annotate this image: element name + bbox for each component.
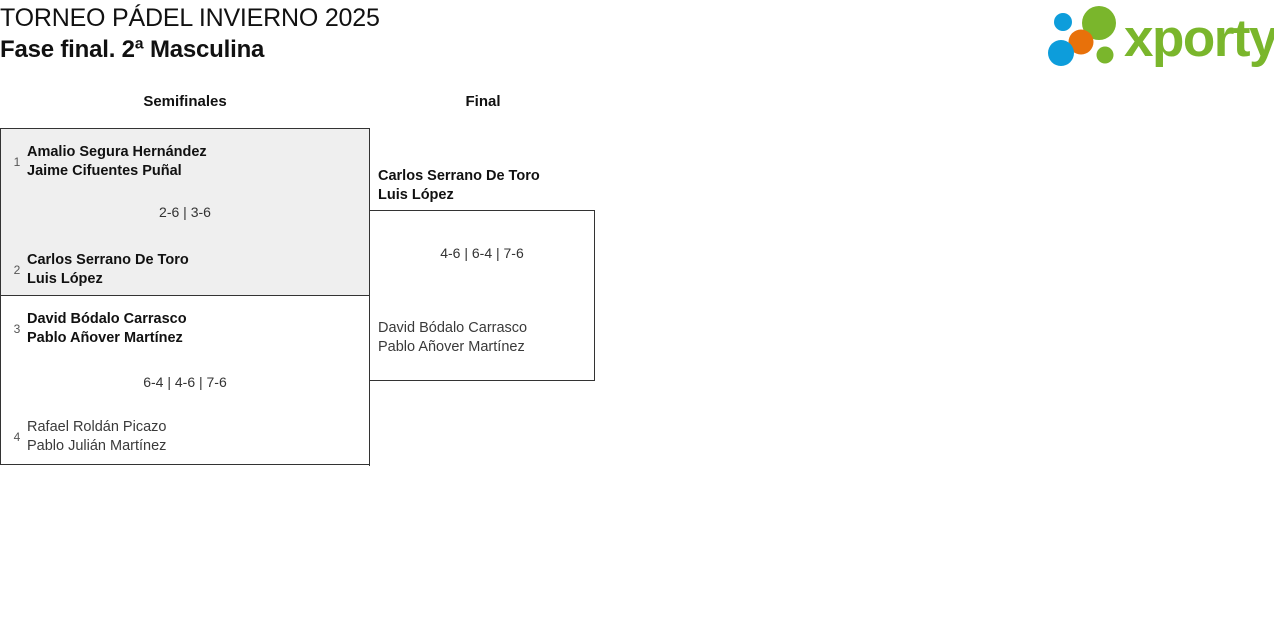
page-title: TORNEO PÁDEL INVIERNO 2025	[0, 4, 380, 32]
player-name: Jaime Cifuentes Puñal	[27, 163, 182, 179]
match-score: 2-6 | 3-6	[159, 204, 211, 220]
title-block: TORNEO PÁDEL INVIERNO 2025 Fase final. 2…	[0, 2, 380, 66]
player-name: Pablo Julián Martínez	[27, 438, 167, 454]
bracket-connector-bottom	[369, 380, 370, 466]
player-name: Pablo Añover Martínez	[378, 339, 525, 355]
seed-number: 4	[13, 430, 21, 444]
bracket-connector-top	[369, 128, 370, 211]
semifinal-match-2[interactable]: 3 David Bódalo Carrasco Pablo Añover Mar…	[0, 295, 370, 465]
player-name: David Bódalo Carrasco	[378, 320, 528, 336]
player-names: Rafael Roldán Picazo Pablo Julián Martín…	[27, 418, 166, 456]
player-names: David Bódalo Carrasco Pablo Añover Martí…	[27, 310, 187, 348]
player-name: Carlos Serrano De Toro	[378, 168, 540, 184]
semifinal-match-1[interactable]: 1 Amalio Segura Hernández Jaime Cifuente…	[0, 128, 370, 296]
player-name: David Bódalo Carrasco	[27, 311, 187, 327]
page-subtitle: Fase final. 2ª Masculina	[0, 36, 265, 63]
player-name: Amalio Segura Hernández	[27, 144, 207, 160]
team-row[interactable]: Carlos Serrano De Toro Luis López	[378, 167, 540, 205]
player-name: Carlos Serrano De Toro	[27, 252, 189, 268]
player-name: Pablo Añover Martínez	[27, 330, 183, 346]
seed-number: 1	[13, 155, 21, 169]
player-name: Rafael Roldán Picazo	[27, 419, 167, 435]
player-name: Luis López	[378, 187, 454, 203]
page-header: TORNEO PÁDEL INVIERNO 2025 Fase final. 2…	[0, 0, 1280, 80]
team-row[interactable]: 2 Carlos Serrano De Toro Luis López	[1, 251, 369, 289]
team-row[interactable]: David Bódalo Carrasco Pablo Añover Martí…	[378, 319, 527, 357]
tournament-bracket: Semifinales Final 1 Amalio Segura Hernán…	[0, 92, 1280, 492]
match-score: 6-4 | 4-6 | 7-6	[143, 374, 227, 390]
round-header-final: Final	[465, 93, 501, 110]
team-row[interactable]: 1 Amalio Segura Hernández Jaime Cifuente…	[1, 143, 369, 181]
svg-text:xporty: xporty	[1124, 9, 1274, 68]
match-score: 4-6 | 6-4 | 7-6	[440, 245, 524, 261]
xporty-logo-icon: xporty	[1048, 6, 1274, 68]
final-match[interactable]: Carlos Serrano De Toro Luis López 4-6 | …	[369, 168, 595, 381]
round-header-semifinals: Semifinales	[143, 93, 227, 110]
player-names: Carlos Serrano De Toro Luis López	[27, 251, 189, 289]
player-name: Luis López	[27, 271, 103, 287]
xporty-logo[interactable]: xporty	[1048, 4, 1274, 70]
seed-number: 2	[13, 263, 21, 277]
team-row[interactable]: 3 David Bódalo Carrasco Pablo Añover Mar…	[1, 310, 369, 348]
player-names: Amalio Segura Hernández Jaime Cifuentes …	[27, 143, 207, 181]
team-row[interactable]: 4 Rafael Roldán Picazo Pablo Julián Mart…	[1, 418, 369, 456]
seed-number: 3	[13, 322, 21, 336]
